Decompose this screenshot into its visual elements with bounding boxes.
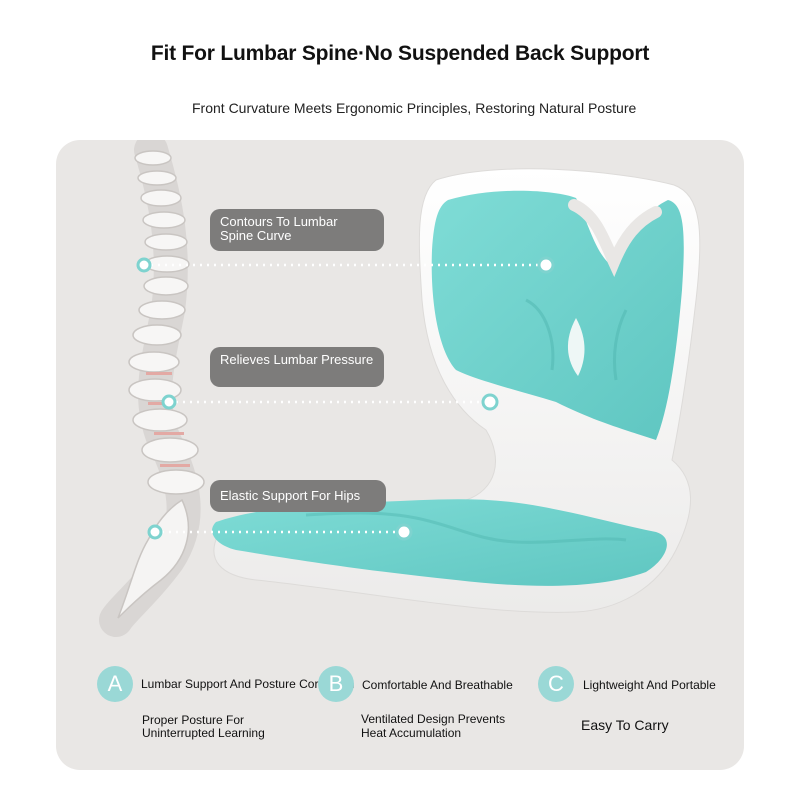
page-subtitle: Front Curvature Meets Ergonomic Principl… [192,100,637,116]
feature-c-desc: Easy To Carry [581,717,669,733]
callout-lumbar-curve: Contours To Lumbar Spine Curve [210,209,384,251]
feature-a-desc-line1: Proper Posture For [142,713,245,727]
callout-lines [144,263,546,534]
feature-c-title: Lightweight And Portable [583,678,716,692]
feature-b-desc-line2: Heat Accumulation [361,726,462,740]
feature-c-badge: C [538,666,574,702]
seat-cushion [212,168,701,613]
feature-a-desc-line2: Uninterrupted Learning [142,726,265,740]
spine-illustration [99,140,205,637]
callout-lumbar-pressure: Relieves Lumbar Pressure [210,347,384,387]
page-title: Fit For Lumbar Spine·No Suspended Back S… [150,42,650,65]
feature-a-title: Lumbar Support And Posture Correction [141,677,355,691]
callout-hip-support: Elastic Support For Hips [210,480,386,512]
feature-b-desc-line1: Ventilated Design Prevents [361,712,506,726]
product-panel: Contours To Lumbar Spine Curve Relieves … [56,140,744,770]
product-illustration [99,140,701,637]
feature-b-badge: B [318,666,354,702]
callout-dots [136,256,555,541]
feature-b-title: Comfortable And Breathable [362,678,513,692]
feature-a-badge: A [97,666,133,702]
